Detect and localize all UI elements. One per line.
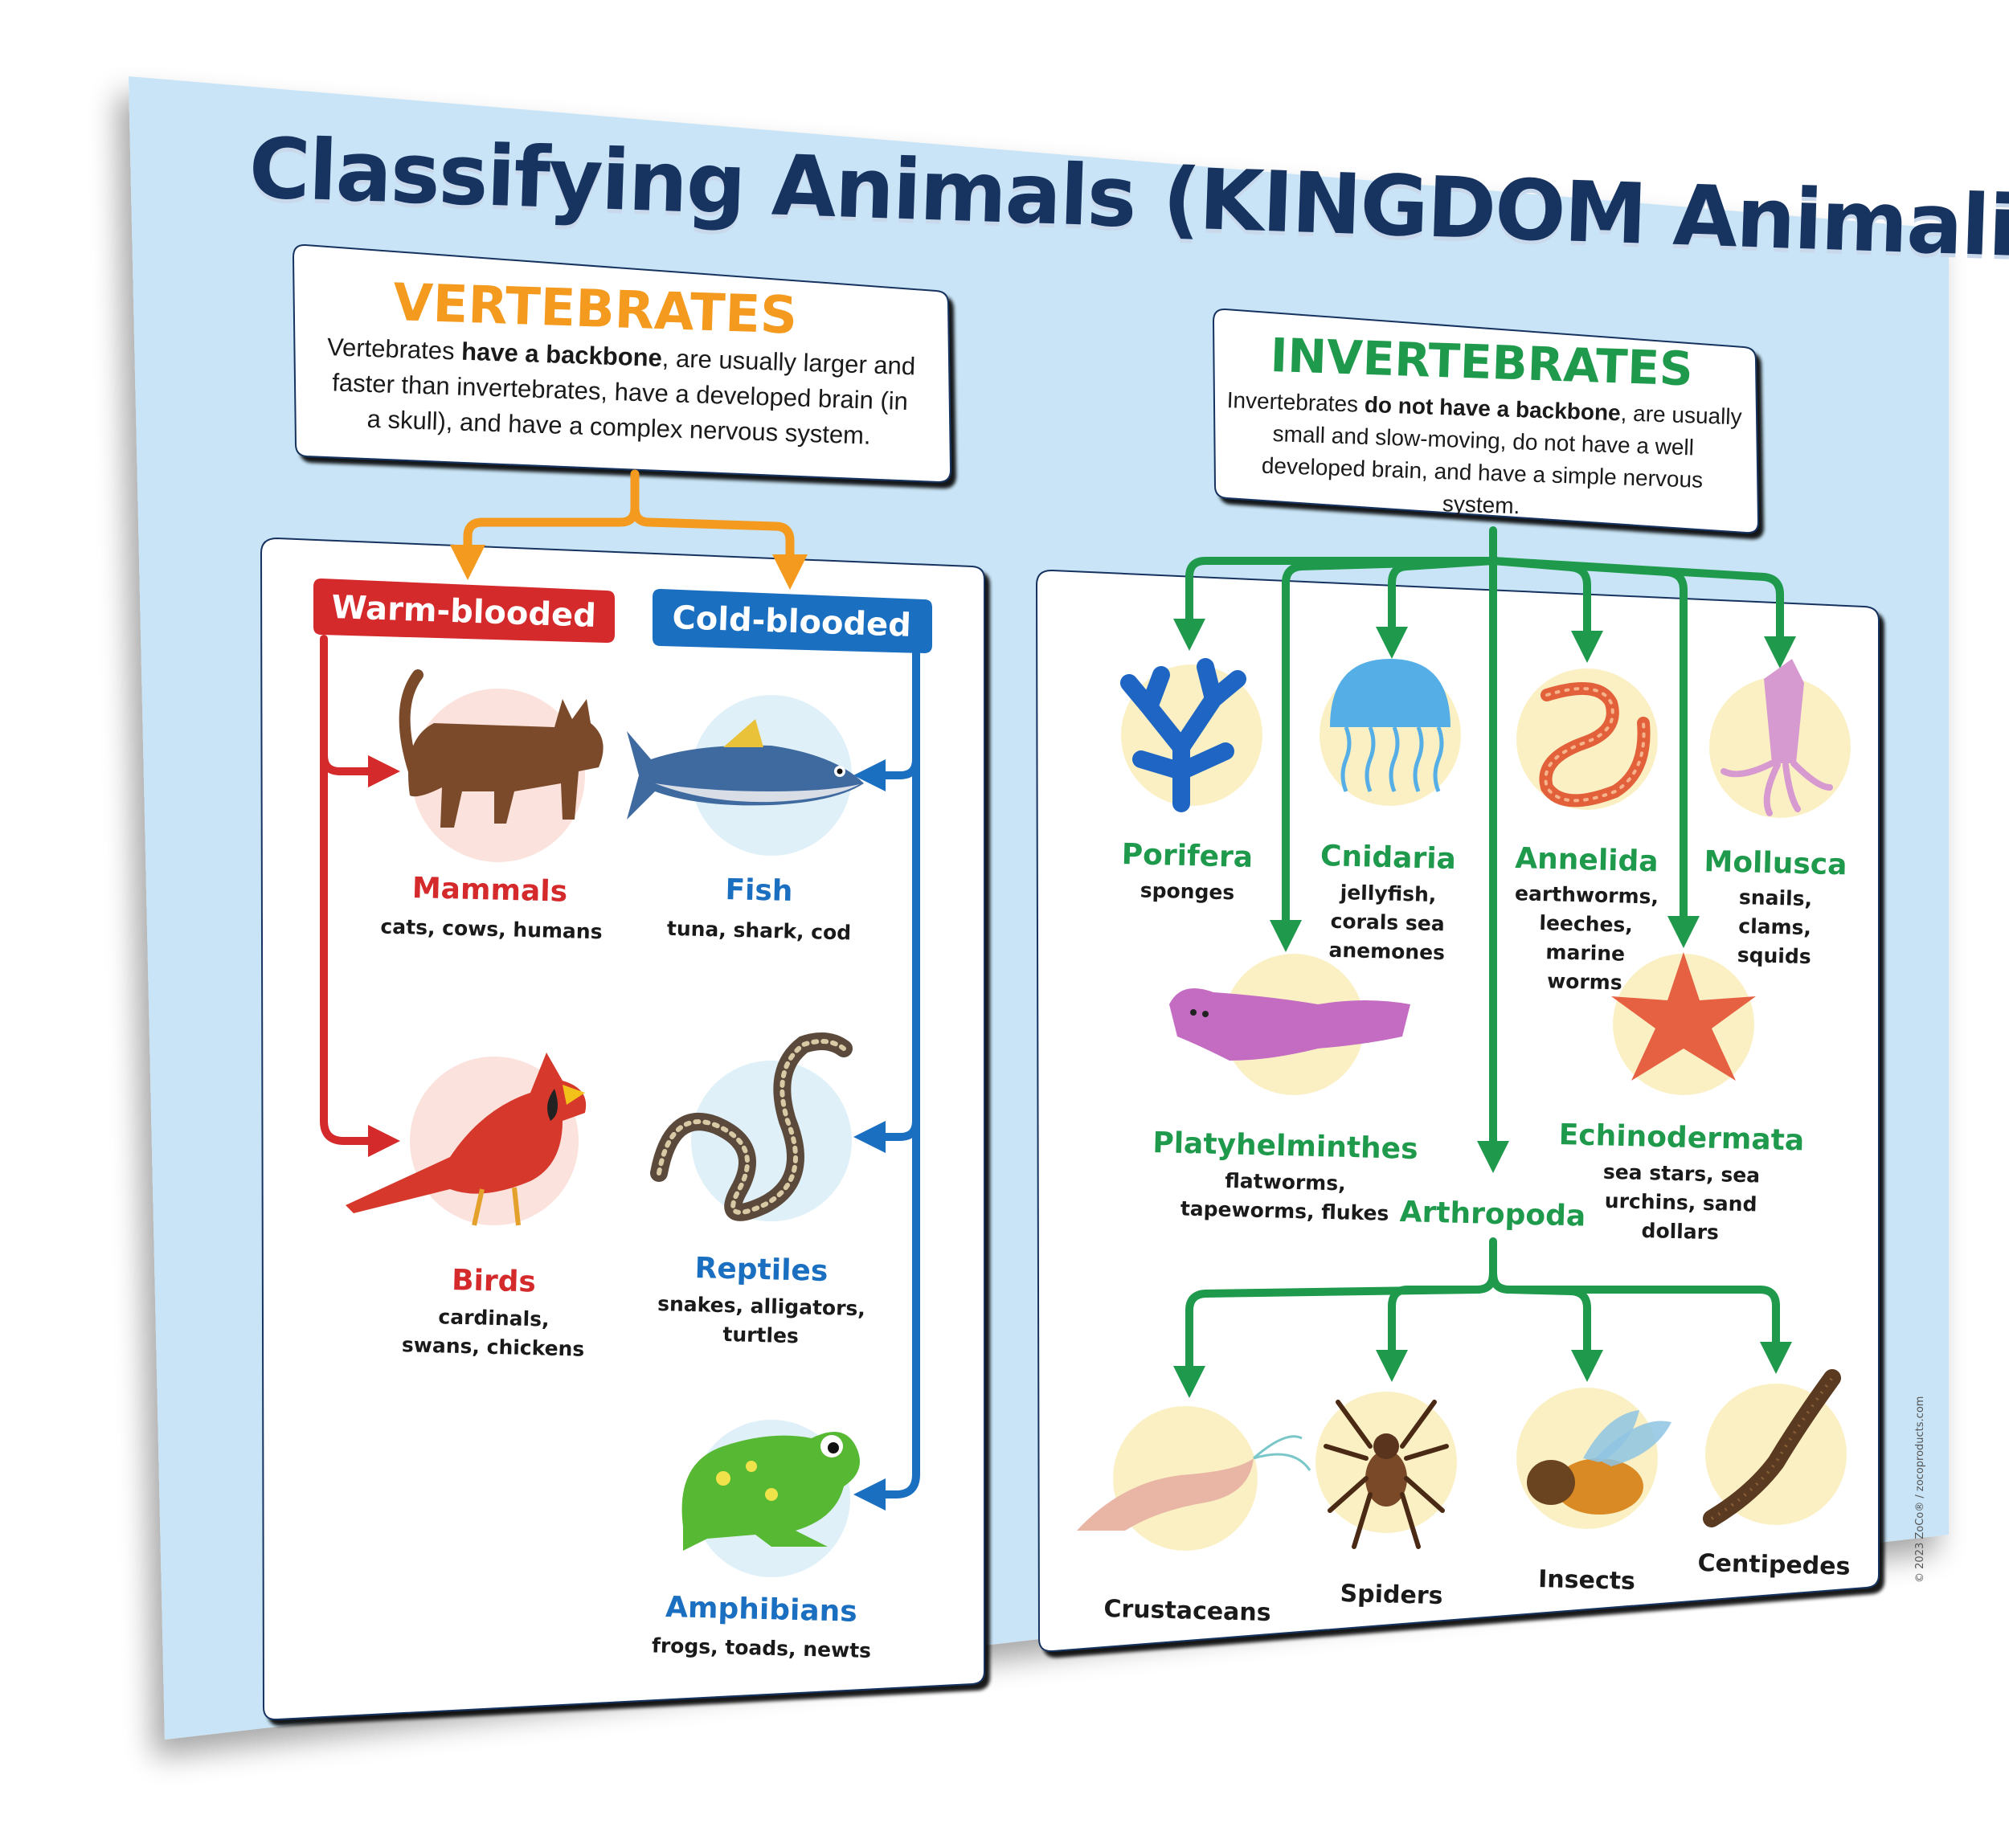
- invertebrates-branch: [1173, 526, 1796, 1398]
- vertebrates-description: Vertebrates have a backbone, are usually…: [326, 333, 916, 450]
- group-examples-mollusca: snails, clams, squids: [1737, 885, 1813, 969]
- group-name-porifera: Porifera: [1121, 838, 1254, 874]
- bird-icon: [346, 1053, 587, 1226]
- group-examples-mammals: cats, cows, humans: [380, 914, 603, 944]
- group-name-mollusca: Mollusca: [1704, 845, 1847, 882]
- group-name-reptiles: Reptiles: [694, 1252, 829, 1289]
- group-name-fish: Fish: [724, 873, 793, 909]
- shrimp-icon: [1077, 1406, 1311, 1551]
- group-name-platyhelminthes: Platyhelminthes: [1152, 1126, 1419, 1167]
- cold-blooded-label: Cold-blooded: [671, 599, 912, 644]
- subgroup-name-crustaceans: Crustaceans: [1103, 1595, 1272, 1628]
- flatworm-icon: [1169, 954, 1410, 1095]
- subgroup-name-centipedes: Centipedes: [1697, 1549, 1851, 1581]
- sponge-icon: [1120, 658, 1262, 812]
- group-examples-reptiles: snakes, alligators, turtles: [657, 1292, 866, 1348]
- group-name-arthropoda: Arthropoda: [1399, 1196, 1586, 1233]
- group-name-cnidaria: Cnidaria: [1320, 840, 1457, 877]
- copyright-notice: © 2023 ZoCo® / zocoproducts.com: [1914, 1396, 1926, 1583]
- page-title: Classifying Animals (KINGDOM Animalia): [247, 119, 2009, 279]
- group-name-mammals: Mammals: [411, 872, 568, 909]
- spider-icon: [1315, 1392, 1457, 1549]
- invertebrates-heading: INVERTEBRATES: [1269, 328, 1694, 397]
- bee-icon: [1516, 1388, 1671, 1529]
- group-examples-amphibians: frogs, toads, newts: [651, 1633, 872, 1662]
- warm-blooded-tag: [313, 579, 615, 643]
- group-examples-fish: tuna, shark, cod: [666, 916, 852, 945]
- invertebrates-description: Invertebrates do not have a backbone, ar…: [1226, 387, 1743, 519]
- cold-blooded-connectors: [853, 645, 920, 1511]
- snake-icon: [650, 1032, 853, 1221]
- jellyfish-icon: [1320, 659, 1461, 806]
- group-examples-annelida: earthworms, leeches, marine worms: [1514, 881, 1659, 995]
- subgroup-name-spiders: Spiders: [1340, 1580, 1443, 1611]
- invertebrates-panel: [1035, 569, 1880, 1653]
- group-examples-platyhelminthes: flatworms, tapeworms, flukes: [1180, 1168, 1389, 1225]
- invertebrates-box: [1212, 308, 1760, 534]
- cold-blooded-tag: [653, 589, 932, 653]
- warm-blooded-label: Warm-blooded: [330, 589, 597, 635]
- group-examples-birds: cardinals, swans, chickens: [401, 1305, 585, 1361]
- frog-icon: [681, 1420, 860, 1577]
- group-examples-porifera: sponges: [1140, 878, 1235, 905]
- subgroup-name-insects: Insects: [1537, 1565, 1636, 1596]
- starfish-icon: [1611, 952, 1756, 1095]
- squid-icon: [1709, 659, 1851, 818]
- group-name-echinodermata: Echinodermata: [1558, 1118, 1805, 1158]
- warm-blooded-connectors: [320, 635, 400, 1157]
- vertebrates-branch: [450, 469, 808, 590]
- worm-icon: [1516, 668, 1658, 810]
- fish-icon: [627, 695, 864, 856]
- group-name-annelida: Annelida: [1514, 842, 1659, 879]
- cat-icon: [399, 669, 604, 862]
- group-name-amphibians: Amphibians: [665, 1591, 858, 1629]
- group-examples-echinodermata: sea stars, sea urchins, sand dollars: [1602, 1159, 1761, 1245]
- group-examples-cnidaria: jellyfish, corals sea anemones: [1328, 881, 1446, 965]
- group-name-birds: Birds: [451, 1264, 537, 1299]
- vertebrates-box: [292, 243, 952, 484]
- centipede-icon: [1703, 1369, 1847, 1527]
